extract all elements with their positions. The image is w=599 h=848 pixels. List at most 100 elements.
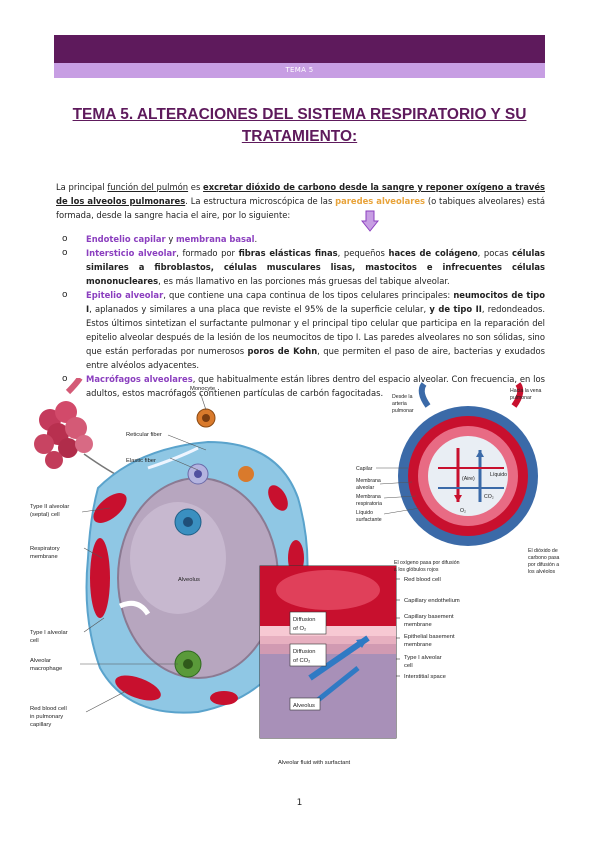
bullet-marker: o [62, 234, 68, 244]
label-elastic-fiber: Elastic fiber [126, 458, 156, 464]
title-line-1: TEMA 5. ALTERACIONES DEL SISTEMA RESPIRA… [72, 106, 527, 123]
bold-text: poros de Kohn [247, 346, 318, 356]
text: , que contiene una capa continua de los … [163, 290, 454, 300]
label-inset-type1-cell: cell [404, 663, 413, 669]
bold-text: haces de colágeno [388, 248, 478, 258]
leader-lines-inset [396, 578, 400, 677]
leader-lines-right [376, 467, 421, 515]
down-arrow-icon [361, 210, 379, 232]
label-monocyte: Monocyte [190, 386, 215, 392]
label-diffusion-o2: of O₂ [293, 626, 306, 632]
intro-paragraph: La principal función del pulmón es excre… [56, 180, 545, 222]
respiratory-membrane-inset [259, 565, 397, 739]
label-capillary-basement: membrane [404, 622, 432, 628]
header-tema-label: TEMA 5 [54, 63, 545, 78]
text: , pequeños [337, 248, 389, 258]
label-epithelial-basement: membrane [404, 642, 432, 648]
label-desde-arteria: Desde la [392, 394, 413, 400]
label-diffusion-o2: Diffusion [293, 617, 315, 623]
label-rbc-capillary: capillary [30, 722, 51, 728]
label-epithelial-basement: Epithelial basement [404, 634, 455, 640]
label-red-blood-cell: Red blood cell [404, 577, 441, 583]
label-alveolar-fluid: Alveolar fluid with surfactant [278, 760, 351, 766]
term: Epitelio alveolar [86, 290, 164, 300]
label-oxigeno-difusion: a los glóbulos rojos [394, 567, 439, 573]
leader-lines-left [80, 391, 207, 713]
term: membrana basal [175, 234, 255, 244]
label-alveolus: Alveolus [178, 577, 200, 583]
label-desde-arteria: arteria [392, 401, 407, 407]
bold-text: células similares a fibroblastos, célula… [86, 248, 545, 286]
page-title: TEMA 5. ALTERACIONES DEL SISTEMA RESPIRA… [54, 104, 545, 148]
bold-text: neumocitos de tipo I [86, 290, 546, 314]
label-type2-cell: Type II alveolar [30, 504, 69, 510]
bold-text: fibras elásticas finas [238, 248, 338, 258]
label-liquido-surfactante: surfactante [356, 517, 382, 523]
label-hacia-vena: pulmonar [510, 395, 532, 401]
label-dioxido-difusion: carbono pasa [528, 555, 560, 561]
label-dioxido-difusion: los alvéolos [528, 569, 556, 575]
label-type1-cell: cell [30, 638, 39, 644]
label-aire: (Aire) [462, 476, 475, 482]
intro-excretar: excretar dióxido de carbono desde la san… [56, 182, 545, 206]
label-rbc-capillary: in pulmonary [30, 714, 63, 720]
bullet-marker: o [62, 290, 68, 300]
text: , formado por [176, 248, 239, 258]
bullet-marker: o [62, 248, 68, 258]
intro-text: (o tabiques alveolares) está formada, de… [56, 196, 546, 220]
label-membrana-alveolar: alveolar [356, 485, 374, 491]
label-liquido-surfactante: Líquido [356, 510, 373, 516]
label-interstitial-space: Interstitial space [404, 674, 446, 680]
intro-funcion: función del pulmón [107, 182, 189, 192]
label-membrana-respiratoria: respiratoria [356, 501, 382, 507]
header-bar [54, 35, 545, 63]
label-alveolar-macrophage: macrophage [30, 666, 62, 672]
intro-paredes: paredes alveolares [335, 196, 426, 206]
label-hacia-vena: Hacia la vena [510, 388, 542, 394]
list-item: o Endotelio capilar y membrana basal. [56, 232, 545, 246]
label-inset-alveolus: Alveolus [293, 703, 315, 709]
label-capilar: Capilar [356, 466, 373, 472]
list-item: o Intersticio alveolar, formado por fibra… [56, 246, 545, 288]
label-diffusion-co2: Diffusion [293, 649, 315, 655]
bullet-marker: o [62, 374, 68, 384]
label-diffusion-co2: of CO₂ [293, 658, 310, 664]
text: , que habitualmente están libres dentro … [86, 374, 545, 398]
intro-text: . La estructura microscópica de las [185, 196, 336, 206]
label-oxigeno-difusion: El oxígeno pasa por difusión [394, 560, 460, 566]
text: , redondeados. Estos últimos sintetizan … [86, 304, 545, 356]
bold-text: y de tipo II [429, 304, 482, 314]
label-respiratory-membrane: membrane [30, 554, 58, 560]
alveolus-gas-exchange-diagram [398, 382, 538, 546]
text: , pocas [477, 248, 512, 258]
text: , que permiten el paso de aire, bacteria… [86, 346, 545, 370]
label-capillary-endothelium: Capillary endothelium [404, 598, 460, 604]
page-number: 1 [296, 798, 303, 808]
term: Endotelio capilar [86, 234, 166, 244]
term: Intersticio alveolar [86, 248, 177, 258]
label-membrana-alveolar: Membrana [356, 478, 381, 484]
label-alveolar-macrophage: Alveolar [30, 658, 51, 664]
title-line-2: TRATAMIENTO: [241, 128, 358, 145]
intro-text: La principal [56, 182, 108, 192]
term: Macrófagos alveolares [86, 374, 193, 384]
text: , aplanados y similares a una placa que … [89, 304, 430, 314]
label-capillary-basement: Capillary basement [404, 614, 454, 620]
label-type1-cell: Type I alveolar [30, 630, 68, 636]
text: y [165, 234, 176, 244]
label-co2: CO₂ [484, 494, 494, 500]
label-liquido: Líquido [490, 472, 507, 478]
intro-text: es [188, 182, 204, 192]
label-inset-type1-cell: Type I alveolar [404, 655, 442, 661]
label-dioxido-difusion: El dióxido de [528, 548, 558, 554]
label-o2: O₂ [460, 508, 466, 514]
list-item: o Epitelio alveolar, que contiene una cap… [56, 288, 545, 372]
alveolus-figure: Monocyte Reticular fiber Elastic fiber T… [30, 378, 560, 766]
label-membrana-respiratoria: Membrana [356, 494, 381, 500]
label-type2-cell: (septal) cell [30, 512, 60, 518]
text: . [254, 234, 258, 244]
label-reticular-fiber: Reticular fiber [126, 432, 162, 438]
label-dioxido-difusion: por difusión a [528, 562, 559, 568]
label-rbc-capillary: Red blood cell [30, 706, 67, 712]
